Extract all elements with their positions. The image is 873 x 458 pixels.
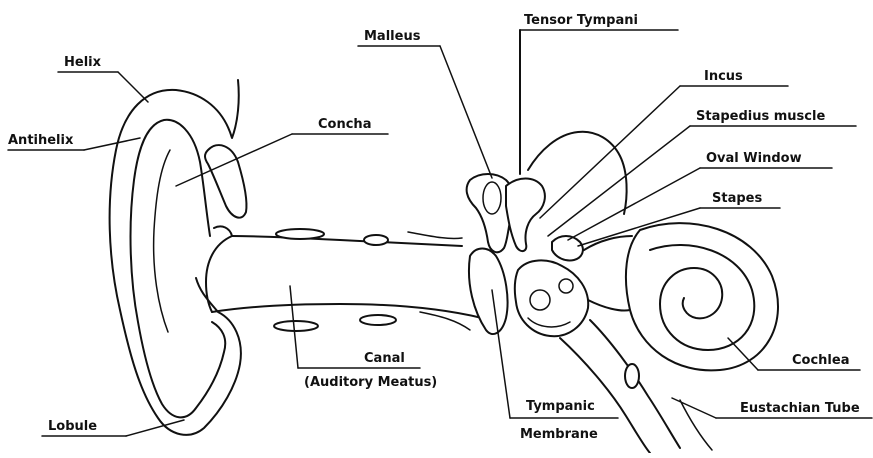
incus-shape [506, 179, 545, 252]
bone-fragment [276, 229, 324, 239]
label-lobule: Lobule [48, 419, 97, 434]
label-tensor-tympani: Tensor Tympani [524, 13, 638, 28]
label-cochlea: Cochlea [792, 353, 849, 368]
tube-cartilage [625, 364, 639, 388]
label-eustachian-tube: Eustachian Tube [740, 401, 860, 416]
outer-ear [110, 80, 247, 435]
tympanic-membrane-shape [469, 249, 508, 335]
label-helix: Helix [64, 55, 102, 70]
ossicle-cluster [515, 260, 589, 336]
label-concha: Concha [318, 117, 371, 132]
concha-outline [205, 145, 247, 218]
bone-fragment [360, 315, 396, 325]
bone-fragment [274, 321, 318, 331]
labels: Helix Antihelix Concha Lobule Canal (Aud… [8, 13, 860, 442]
inner-ear [584, 223, 778, 370]
middle-ear [467, 30, 627, 336]
label-stapes: Stapes [712, 191, 762, 206]
label-canal: Canal [364, 351, 405, 366]
label-incus: Incus [704, 69, 743, 84]
canal-lower-wall [212, 304, 482, 318]
label-tympanic: Tympanic [526, 399, 595, 414]
label-antihelix: Antihelix [8, 133, 74, 148]
tube-wall [680, 400, 712, 450]
antihelix-inner [154, 150, 170, 332]
auditory-canal [206, 229, 482, 331]
helix-outline [110, 80, 241, 435]
cochlea-spiral [650, 245, 754, 350]
label-auditory-meatus: (Auditory Meatus) [304, 375, 437, 390]
vestibule-link [588, 300, 630, 311]
label-membrane: Membrane [520, 427, 598, 442]
label-oval-window: Oval Window [706, 151, 802, 166]
antihelix-outline [131, 120, 226, 418]
vestibule-link [584, 236, 632, 250]
bone-fragment [364, 235, 388, 245]
label-stapedius-muscle: Stapedius muscle [696, 109, 825, 124]
label-malleus: Malleus [364, 29, 421, 44]
tragus-outline [214, 226, 232, 236]
canal-entrance [206, 236, 232, 312]
cochlea-outer [626, 223, 778, 370]
bone-fragment [408, 232, 462, 239]
canal-upper-wall [232, 236, 462, 246]
